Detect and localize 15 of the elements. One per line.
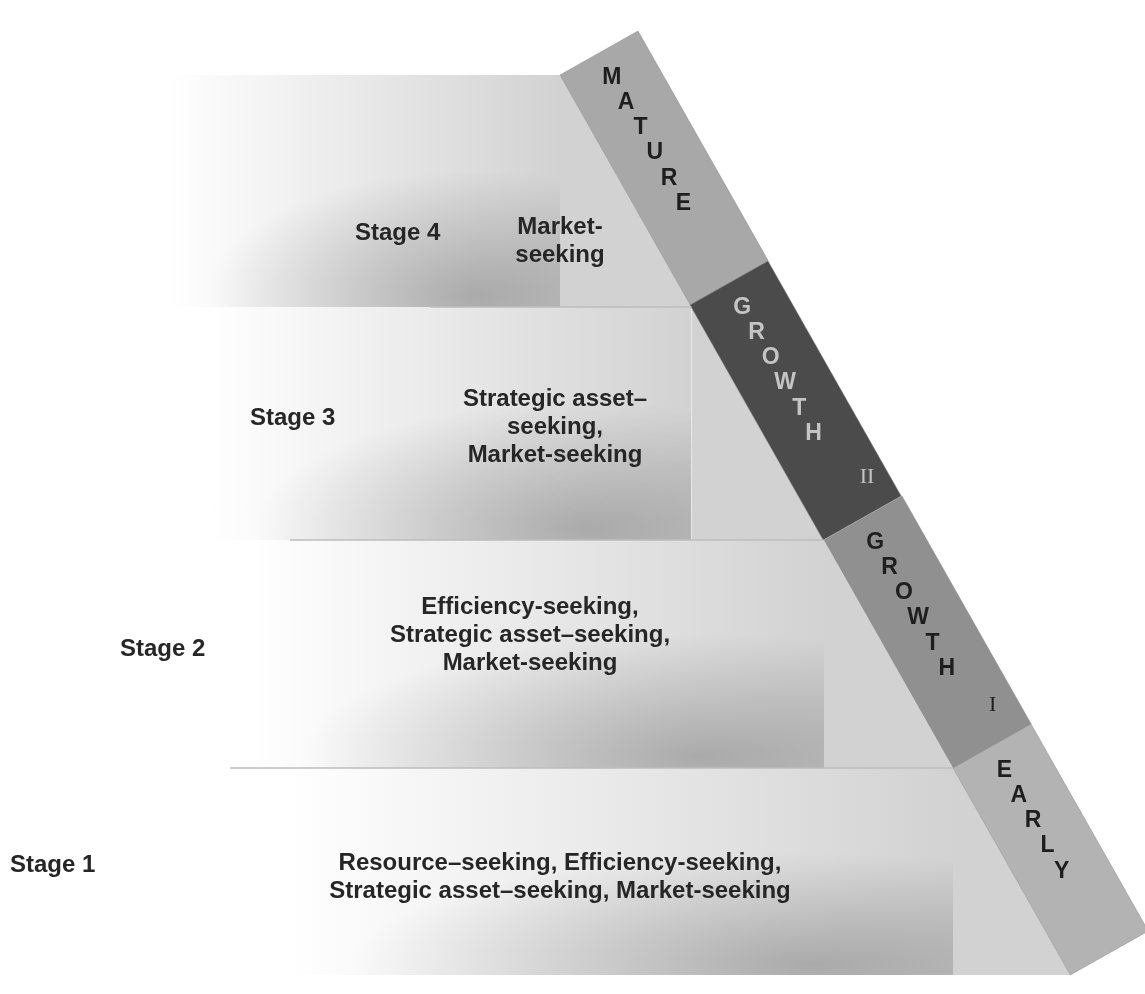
stage-label: Stage 1 [10, 850, 96, 878]
stage-name: EARLY [995, 755, 1071, 883]
motive-text: Efficiency-seeking, Strategic asset–seeking, Market-seeking [388, 592, 672, 676]
stage-label: Stage 3 [250, 403, 336, 431]
stage-name: GROWTH [865, 527, 957, 680]
roman-numeral: I [988, 692, 997, 717]
motive-text: Strategic asset–seeking, Market-seeking [462, 384, 648, 468]
roman-numeral: II [859, 464, 875, 489]
stage-name: GROWTH [732, 292, 823, 445]
stage-name: MATURE [602, 62, 692, 215]
stage-label: Stage 4 [355, 218, 441, 246]
motive-text: Resource–seeking, Efficiency-seeking, Strategic asset–seeking, Market-seeking [328, 848, 792, 904]
bar-segment [952, 724, 1145, 975]
stage-label: Stage 2 [120, 634, 206, 662]
motive-text: Market-seeking [514, 212, 606, 268]
